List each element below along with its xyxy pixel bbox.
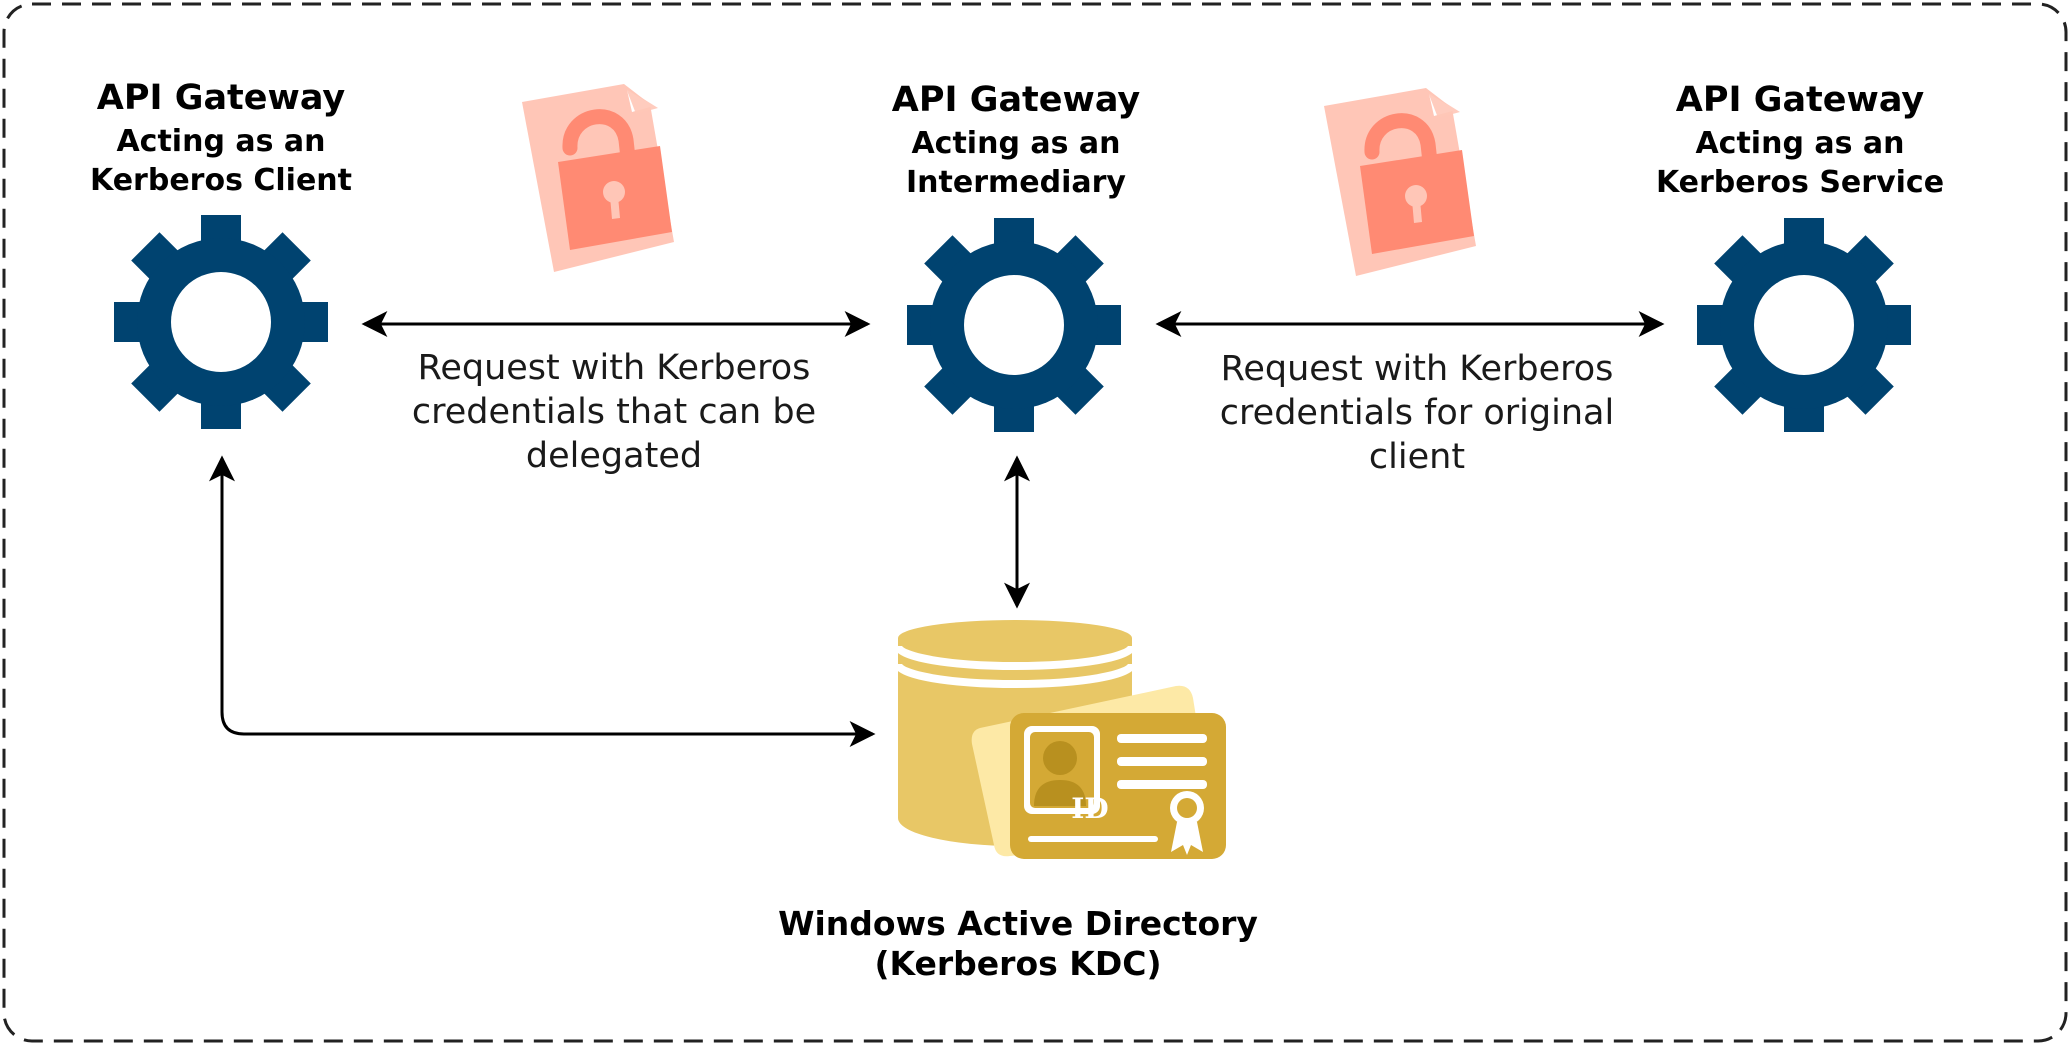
edge-label-intermediary-service: Request with Kerberos credentials for or…	[1220, 349, 1614, 477]
service-title: API Gateway	[1676, 80, 1925, 120]
edge-label-line: delegated	[526, 436, 702, 476]
intermediary-subtitle-2: Intermediary	[906, 165, 1126, 200]
database-id-card-icon: ID	[894, 620, 1226, 859]
service-subtitle-1: Acting as an	[1695, 126, 1904, 161]
kdc-title: Windows Active Directory	[778, 904, 1258, 943]
client-title: API Gateway	[97, 78, 346, 118]
node-kerberos-client[interactable]: API Gateway Acting as an Kerberos Client	[90, 78, 352, 429]
intermediary-subtitle-1: Acting as an	[911, 126, 1120, 161]
gear-icon	[114, 215, 328, 429]
locked-document-icon	[1324, 88, 1476, 276]
edge-label-line: client	[1369, 437, 1465, 477]
node-intermediary[interactable]: API Gateway Acting as an Intermediary	[892, 80, 1141, 432]
client-subtitle-1: Acting as an	[116, 124, 325, 159]
service-subtitle-2: Kerberos Service	[1656, 165, 1944, 200]
intermediary-title: API Gateway	[892, 80, 1141, 120]
edge-label-line: credentials that can be	[412, 392, 816, 432]
gear-icon	[1697, 218, 1911, 432]
locked-document-icon	[522, 84, 674, 272]
client-subtitle-2: Kerberos Client	[90, 163, 352, 198]
id-badge-text: ID	[1071, 792, 1108, 825]
gear-icon	[907, 218, 1121, 432]
kdc-subtitle: (Kerberos KDC)	[874, 944, 1161, 983]
node-kerberos-service[interactable]: API Gateway Acting as an Kerberos Servic…	[1656, 80, 1944, 432]
arrow-client-kdc	[209, 455, 876, 747]
node-kdc[interactable]: ID Windows Active Directory (Kerberos KD…	[778, 620, 1258, 983]
edge-label-line: Request with Kerberos	[1221, 349, 1614, 389]
edge-label-client-intermediary: Request with Kerberos credentials that c…	[412, 348, 816, 476]
edge-label-line: Request with Kerberos	[418, 348, 811, 388]
edge-label-line: credentials for original	[1220, 393, 1614, 433]
